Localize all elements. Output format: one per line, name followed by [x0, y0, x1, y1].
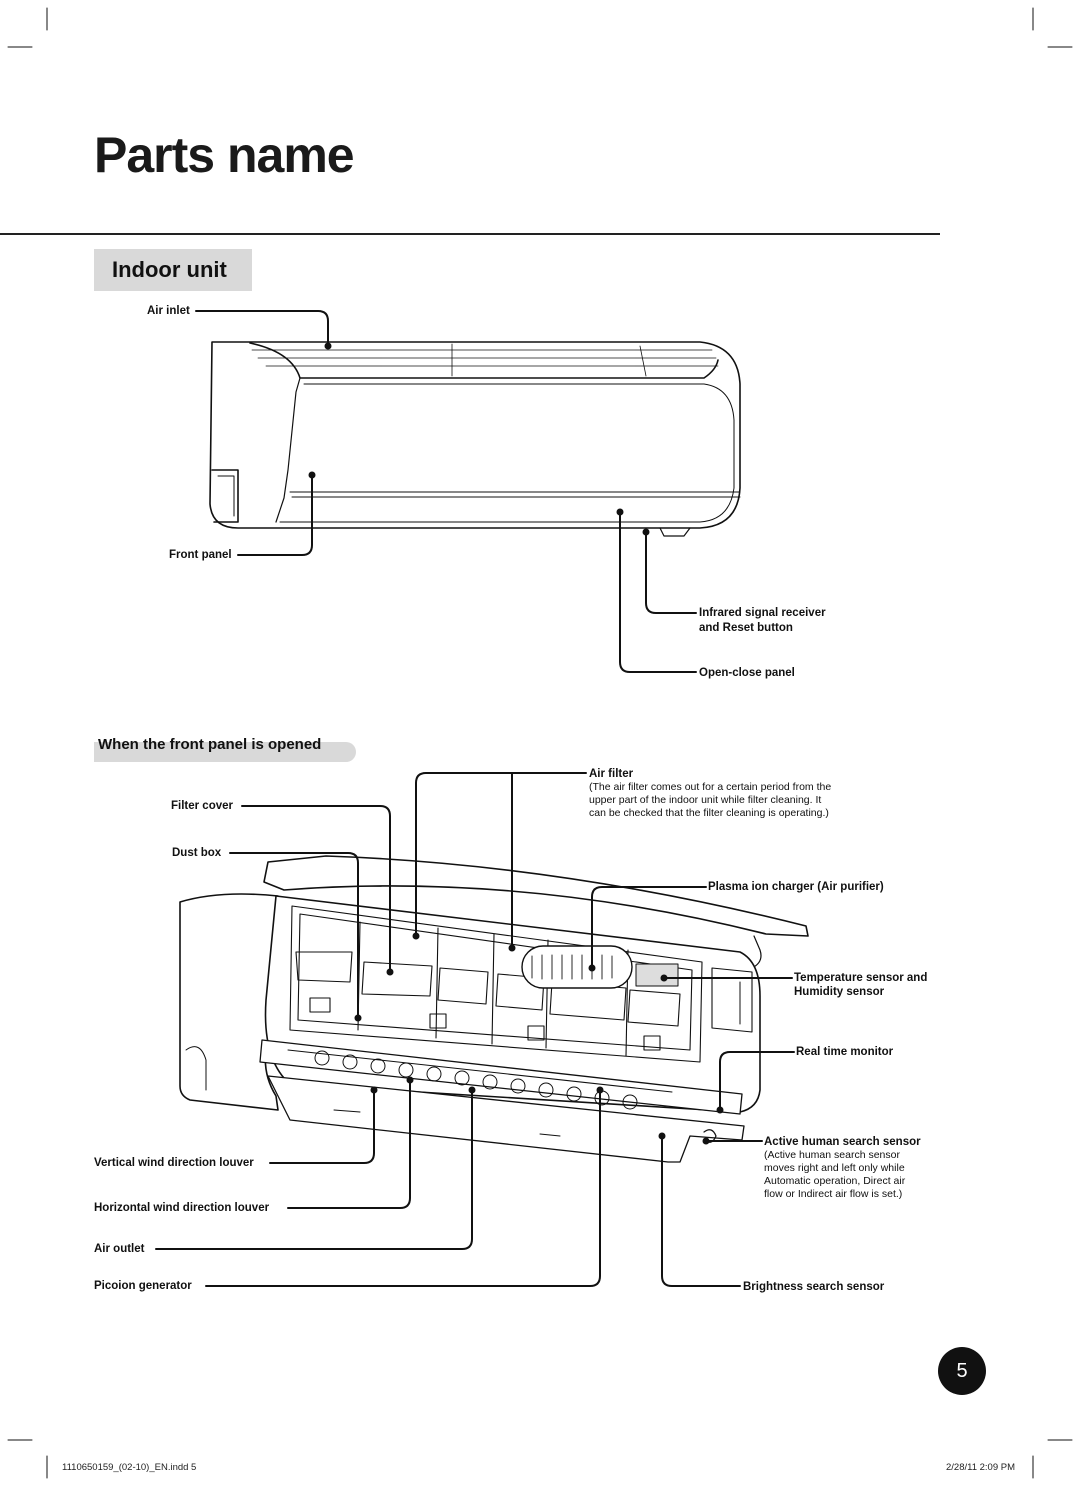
leader-lines-opened — [155, 772, 795, 1287]
leader-dots-closed — [308, 342, 650, 536]
air-filter-note-line2: upper part of the indoor unit while filt… — [589, 794, 822, 806]
active-human-note-line3: Automatic operation, Direct air — [764, 1175, 906, 1187]
label-horizontal-louver: Horizontal wind direction louver — [94, 1202, 270, 1214]
crop-marks — [7, 7, 1073, 1479]
air-filter-note-line1: (The air filter comes out for a certain … — [589, 781, 832, 793]
page-number-badge: 5 — [938, 1347, 986, 1395]
page-title: Parts name — [94, 127, 355, 183]
label-brightness-sensor: Brightness search sensor — [743, 1281, 885, 1293]
label-front-panel: Front panel — [169, 549, 232, 561]
opened-unit-illustration — [179, 855, 809, 1163]
subsection-heading-pill — [94, 742, 356, 762]
subsection-heading: When the front panel is opened — [98, 736, 322, 753]
label-picoion-generator: Picoion generator — [94, 1280, 192, 1292]
label-filter-cover: Filter cover — [171, 800, 233, 812]
label-dust-box: Dust box — [172, 847, 222, 859]
air-filter-note-line3: can be checked that the filter cleaning … — [589, 807, 829, 819]
section-heading: Indoor unit — [112, 257, 227, 282]
louver-vanes — [314, 1050, 638, 1110]
active-human-note-line1: (Active human search sensor — [764, 1149, 900, 1161]
label-open-close-panel: Open-close panel — [699, 667, 795, 679]
label-temp-sensor-line1: Temperature sensor and — [794, 972, 928, 984]
label-air-inlet: Air inlet — [147, 305, 190, 317]
label-vertical-louver: Vertical wind direction louver — [94, 1157, 254, 1169]
indoor-unit-illustration — [209, 341, 741, 537]
label-active-human-sensor: Active human search sensor — [764, 1136, 921, 1148]
label-temp-sensor-line2: Humidity sensor — [794, 986, 885, 998]
leader-lines-closed — [195, 310, 697, 673]
footer-filename: 1110650159_(02-10)_EN.indd 5 — [62, 1462, 197, 1473]
active-human-note-line4: flow or Indirect air flow is set.) — [764, 1188, 903, 1200]
label-ir-receiver-line2: and Reset button — [699, 622, 793, 634]
active-human-note-line2: moves right and left only while — [764, 1162, 905, 1174]
label-real-time-monitor: Real time monitor — [796, 1046, 894, 1058]
label-air-filter: Air filter — [589, 768, 634, 780]
title-rule — [0, 233, 940, 235]
label-air-outlet: Air outlet — [94, 1243, 145, 1255]
label-plasma-ion-charger: Plasma ion charger (Air purifier) — [708, 881, 884, 893]
leader-dots-opened — [354, 932, 724, 1145]
section-heading-box — [94, 249, 252, 291]
label-ir-receiver-line1: Infrared signal receiver — [699, 607, 826, 619]
footer-timestamp: 2/28/11 2:09 PM — [946, 1462, 1016, 1473]
